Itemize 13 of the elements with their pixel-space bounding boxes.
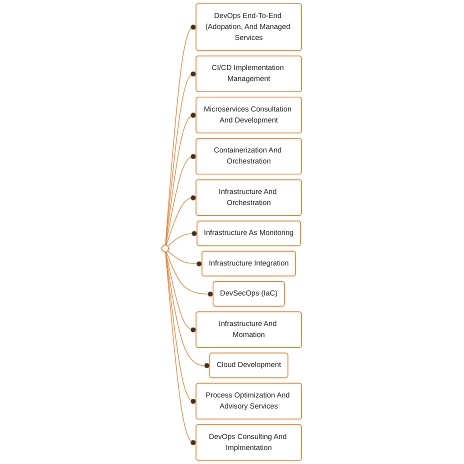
connector — [166, 251, 214, 297]
connector — [166, 112, 198, 246]
connector — [166, 252, 211, 368]
connector — [165, 24, 198, 246]
connector — [168, 250, 203, 267]
connector — [166, 71, 198, 246]
node-circle — [162, 244, 170, 252]
connector — [166, 252, 198, 404]
connector — [166, 195, 198, 246]
connector — [166, 252, 198, 333]
connector — [168, 230, 198, 247]
connector — [166, 154, 198, 246]
connector — [165, 252, 198, 446]
